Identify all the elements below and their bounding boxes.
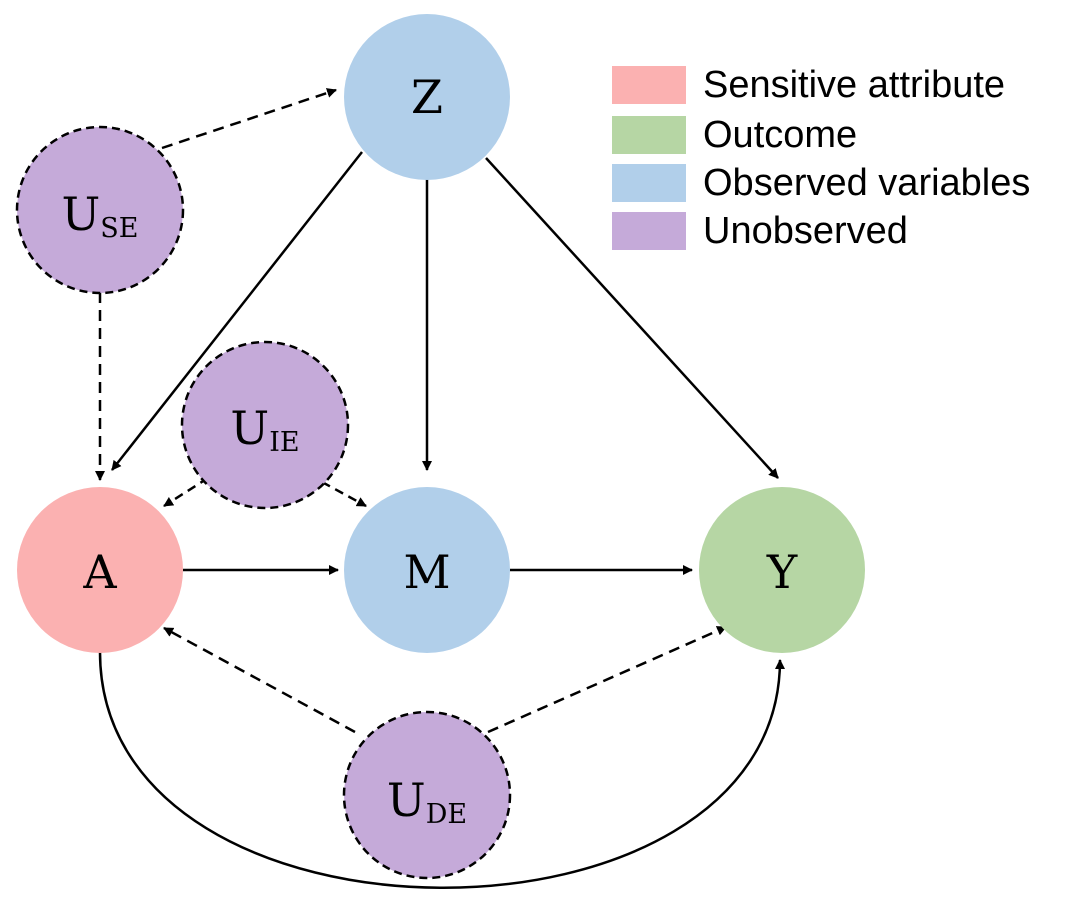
node-u-de-label: U (387, 773, 426, 827)
edge-a-to-y-curve (98, 651, 785, 889)
legend-item-outcome: Outcome (612, 114, 857, 156)
legend-label-sensitive: Sensitive attribute (703, 64, 1005, 106)
edge-z-to-a (111, 151, 363, 471)
legend-label-outcome: Outcome (703, 114, 857, 156)
legend-swatch-sensitive (612, 66, 686, 104)
node-u-se-circle (15, 125, 185, 295)
node-u-se-label: U (62, 187, 101, 241)
svg-text:UDE: UDE (387, 773, 467, 830)
svg-text:Y: Y (766, 545, 798, 599)
legend-swatch-observed (612, 164, 686, 202)
node-u-de: UDE (342, 710, 512, 880)
edge-ude-to-a (163, 626, 356, 734)
svg-text:A: A (82, 545, 117, 599)
node-u-de-subscript: DE (426, 799, 467, 830)
node-z: Z (344, 14, 510, 180)
edge-ude-to-y (487, 625, 727, 734)
node-u-se-subscript: SE (100, 213, 138, 244)
node-m-circle (344, 487, 510, 653)
node-y: Y (699, 487, 865, 653)
node-u-ie-subscript: IE (269, 427, 299, 458)
edge-uie-to-m (321, 480, 367, 508)
node-z-circle (344, 14, 510, 180)
node-u-ie-label: U (230, 401, 269, 455)
legend-label-unobserved: Unobserved (703, 210, 908, 252)
node-u-se: USE (15, 125, 185, 295)
node-m-label: M (403, 545, 450, 599)
node-m: M (344, 487, 510, 653)
node-y-label: Y (766, 545, 798, 599)
legend-swatch-unobserved (612, 212, 686, 250)
node-a: A (17, 487, 183, 653)
legend-item-sensitive: Sensitive attribute (612, 64, 1005, 106)
svg-text:UIE: UIE (230, 401, 299, 458)
node-a-circle (17, 487, 183, 653)
edge-use-to-z (161, 88, 337, 150)
node-u-ie-circle (180, 340, 350, 510)
edge-z-to-y (485, 157, 779, 479)
node-a-label: A (82, 545, 117, 599)
edges-layer (95, 88, 785, 889)
legend-item-unobserved: Unobserved (612, 210, 908, 252)
node-z-label: Z (411, 70, 443, 124)
node-u-de-circle (342, 710, 512, 880)
legend-label-observed: Observed variables (703, 162, 1030, 204)
svg-text:USE: USE (62, 187, 139, 244)
edge-uie-to-a (163, 476, 209, 508)
legend-swatch-outcome (612, 116, 686, 154)
node-y-circle (699, 487, 865, 653)
legend-item-observed: Observed variables (612, 162, 1030, 204)
svg-text:M: M (403, 545, 450, 599)
legend: Sensitive attribute Outcome Observed var… (612, 64, 1030, 252)
node-u-ie: UIE (180, 340, 350, 510)
svg-text:Z: Z (411, 70, 443, 124)
